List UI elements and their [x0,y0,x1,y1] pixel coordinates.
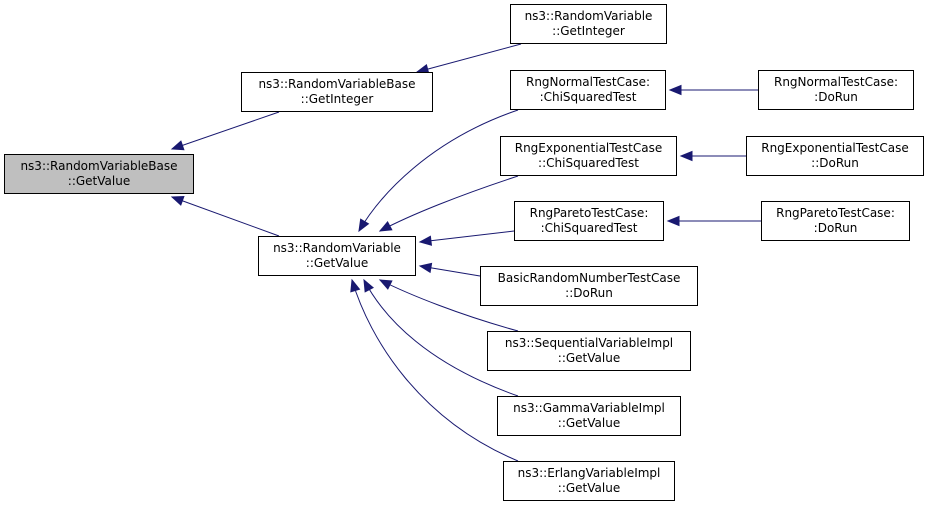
edge-rvb_getinteger-to-rvb_getvalue [171,111,280,150]
node-line-2: ::ChiSquaredTest [538,156,639,170]
edge-erlang_getvalue-to-rv_getvalue [351,279,519,462]
edge-rv_getvalue-to-rvb_getvalue [171,196,280,237]
edge-arrowhead [679,150,693,162]
node-rngexponentialtestcase-chisquaredtest[interactable]: RngExponentialTestCase ::ChiSquaredTest [500,136,677,176]
edge-arrowhead [418,262,433,274]
node-line-2: ::GetInteger [300,92,374,106]
edge-arrowhead [378,279,393,290]
node-line-1: ns3::RandomVariable [524,9,653,23]
edge-arrowhead [418,235,433,246]
node-line-2: ::GetValue [557,351,621,365]
edge-exp_chi-to-rv_getvalue [379,175,519,232]
node-line-2: ::GetValue [67,174,131,188]
node-line-1: RngParetoTestCase: [776,206,895,220]
node-line-2: :DoRun [813,221,858,235]
node-line-1: ns3::GammaVariableImpl [513,401,665,415]
node-line-2: :ChiSquaredTest [539,90,637,104]
edge-arrowhead [350,278,361,293]
node-randomvariablebase-getinteger[interactable]: ns3::RandomVariableBase ::GetInteger [241,72,433,112]
edge-arrowhead [378,220,393,232]
node-line-2: ::GetValue [305,256,369,270]
node-randomvariable-getinteger[interactable]: ns3::RandomVariable ::GetInteger [510,4,667,44]
node-line-1: ns3::ErlangVariableImpl [517,466,661,480]
edge-rv_getinteger-to-rvb_getinteger [416,43,522,73]
node-line-1: ns3::RandomVariableBase [20,159,178,173]
node-line-1: ns3::RandomVariable [273,241,401,255]
node-erlangvariableimpl-getvalue[interactable]: ns3::ErlangVariableImpl ::GetValue [503,461,675,501]
edge-arrowhead [363,278,374,293]
edge-seq_getvalue-to-rv_getvalue [379,279,519,332]
node-line-1: ns3::SequentialVariableImpl [504,336,674,350]
node-line-1: RngExponentialTestCase [761,141,909,155]
node-line-2: ::DoRun [811,156,859,170]
edge-arrowhead [668,84,682,96]
node-gammavariableimpl-getvalue[interactable]: ns3::GammaVariableImpl ::GetValue [497,396,681,436]
node-basicrandomnumbertestcase-dorun[interactable]: BasicRandomNumberTestCase ::DoRun [480,266,698,306]
node-line-2: :ChiSquaredTest [540,221,638,235]
node-line-2: :DoRun [814,90,858,104]
node-randomvariablebase-getvalue: ns3::RandomVariableBase ::GetValue [4,154,194,194]
edge-arrowhead [358,218,370,233]
node-line-2: ::DoRun [565,286,613,300]
node-rngnormaltestcase-chisquaredtest[interactable]: RngNormalTestCase: :ChiSquaredTest [510,70,666,110]
node-line-1: RngNormalTestCase: [773,75,899,89]
edge-gamma_getvalue-to-rv_getvalue [363,279,519,397]
node-line-1: RngParetoTestCase: [529,206,649,220]
node-rngparetotestcase-dorun[interactable]: RngParetoTestCase: :DoRun [761,201,910,241]
node-rngparetotestcase-chisquaredtest[interactable]: RngParetoTestCase: :ChiSquaredTest [514,201,664,241]
node-line-1: BasicRandomNumberTestCase [497,271,681,285]
edge-pareto_chi-to-rv_getvalue [419,230,515,243]
node-line-2: ::GetValue [557,416,621,430]
node-sequentialvariableimpl-getvalue[interactable]: ns3::SequentialVariableImpl ::GetValue [487,331,691,371]
edge-arrowhead [170,196,185,206]
node-rngexponentialtestcase-dorun[interactable]: RngExponentialTestCase ::DoRun [746,136,924,176]
edge-arrowhead [666,215,680,227]
node-randomvariable-getvalue[interactable]: ns3::RandomVariable ::GetValue [258,236,416,276]
edge-arrowhead [170,140,185,151]
node-line-2: ::GetValue [557,481,621,495]
node-line-2: ::GetInteger [552,24,625,38]
node-line-1: ns3::RandomVariableBase [258,77,416,91]
node-line-1: RngExponentialTestCase [514,141,663,155]
edge-normal_chi-to-rv_getvalue [358,109,519,232]
node-line-1: RngNormalTestCase: [525,75,651,89]
node-rngnormaltestcase-dorun[interactable]: RngNormalTestCase: :DoRun [758,70,914,110]
